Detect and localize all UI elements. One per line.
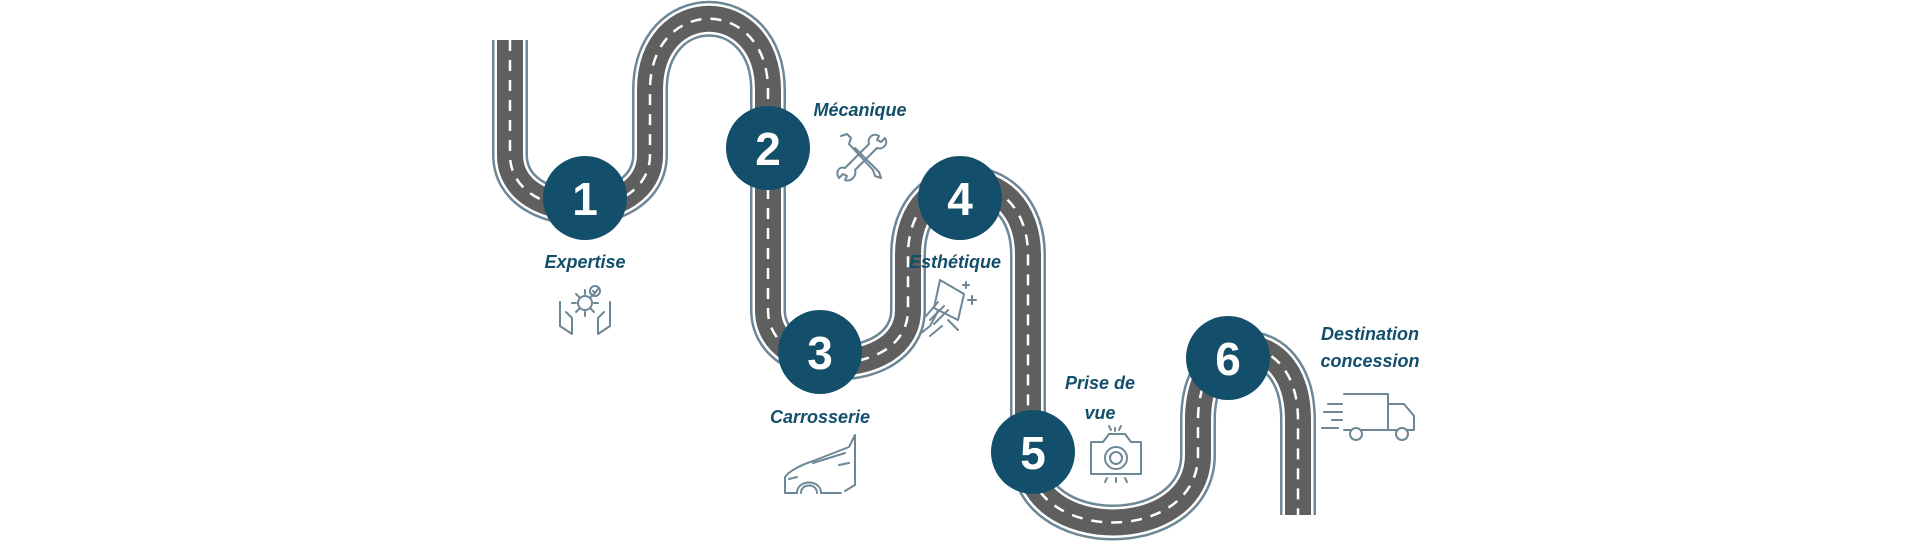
step-3-circle bbox=[778, 310, 862, 394]
gear-hands-icon bbox=[559, 285, 611, 335]
step-2-number: 2 bbox=[755, 123, 781, 175]
step-3-number: 3 bbox=[807, 327, 833, 379]
step-4-circle bbox=[918, 156, 1002, 240]
step-5-circle bbox=[991, 410, 1075, 494]
step-4-label: Esthétique bbox=[909, 252, 1001, 272]
step-1-circle bbox=[543, 156, 627, 240]
step-4: 4 Esthétique bbox=[909, 156, 1002, 337]
step-6-label-line-2: concession bbox=[1320, 351, 1419, 371]
step-2: 2 Mécanique bbox=[726, 100, 907, 190]
step-6-number: 6 bbox=[1215, 333, 1241, 385]
step-1: 1 Expertise bbox=[543, 156, 627, 335]
wrench-screwdriver-icon bbox=[836, 133, 888, 182]
camera-icon bbox=[1090, 425, 1142, 483]
step-1-number: 1 bbox=[572, 173, 598, 225]
step-2-label: Mécanique bbox=[813, 100, 906, 120]
road-asphalt bbox=[497, 5, 1311, 536]
step-6-label-line-1: Destination bbox=[1321, 324, 1419, 344]
step-5-label-line-2: vue bbox=[1084, 403, 1115, 423]
step-5-number: 5 bbox=[1020, 427, 1046, 479]
step-6: 6 Destination concession bbox=[1186, 316, 1420, 441]
step-1-label: Expertise bbox=[544, 252, 625, 272]
car-body-icon bbox=[784, 434, 856, 494]
step-5-label-line-1: Prise de bbox=[1065, 373, 1135, 393]
step-5: 5 Prise de vue bbox=[991, 373, 1142, 494]
step-4-number: 4 bbox=[947, 173, 973, 225]
cleaning-hand-icon bbox=[919, 279, 977, 337]
step-6-circle bbox=[1186, 316, 1270, 400]
road bbox=[492, 0, 1316, 541]
step-2-circle bbox=[726, 106, 810, 190]
delivery-truck-icon bbox=[1321, 393, 1415, 441]
step-3: 3 Carrosserie bbox=[770, 310, 870, 494]
step-3-label: Carrosserie bbox=[770, 407, 870, 427]
